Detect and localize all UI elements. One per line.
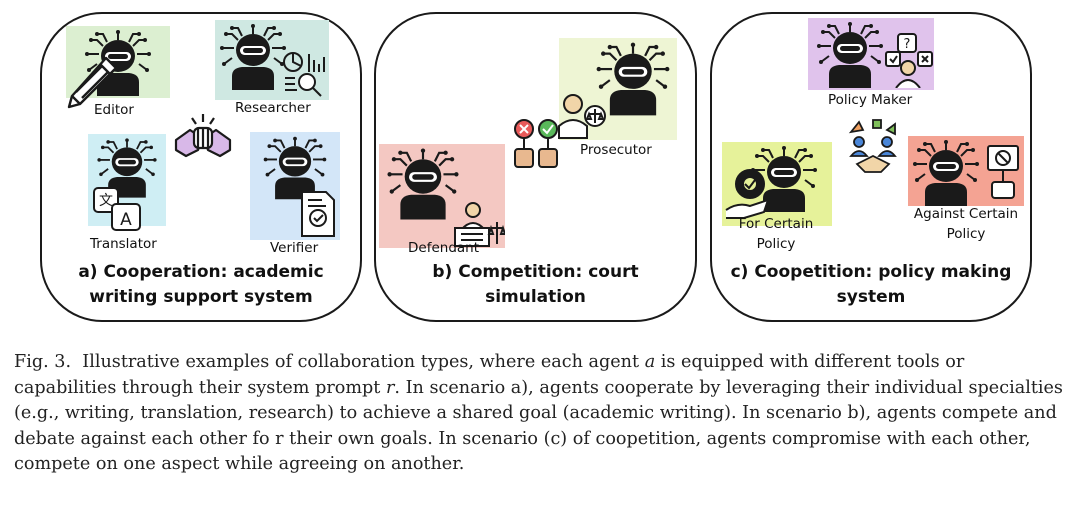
caption-var-r: r [385,377,395,398]
against-policy-agent [908,136,1024,206]
researcher-agent [215,20,329,100]
pencil-icon [67,56,118,109]
negotiation-icon [848,119,897,173]
defendant-agent [379,144,505,248]
against-policy-label: Against Certain Policy [913,206,1019,242]
panel-b-title-line2: simulation [485,287,586,307]
prosecutor-agent [558,38,677,140]
panel-competition: Prosecutor Defendant b) Competition: c [374,12,697,322]
panel-a-title-line1: a) Cooperation: academic [78,262,324,282]
lawyer-scales-icon [558,94,606,139]
for-policy-label: For Certain Policy [738,216,814,252]
svg-text:?: ? [904,37,911,52]
translator-agent: 文 A [88,134,166,231]
question-person-icon: ? [885,33,933,88]
panel-coopetition: ? Policy Maker For Certain Policy [710,12,1032,322]
fist-bump-icon [174,114,232,158]
translate-icon: 文 A [93,187,141,231]
panel-a-title: a) Cooperation: academic writing support… [42,260,360,310]
for-policy-agent [722,142,832,226]
panel-a-title-line2: writing support system [89,287,313,307]
svg-text:A: A [120,210,132,230]
translator-label: Translator [90,236,157,252]
panel-c-title: c) Coopetition: policy making system [712,260,1030,310]
policy-maker-label: Policy Maker [828,92,913,108]
svg-text:文: 文 [99,193,113,209]
verifier-agent [250,132,340,240]
policy-maker-agent: ? [808,18,934,90]
verifier-label: Verifier [270,240,319,256]
defendant-label: Defendant [408,240,480,256]
caption-part1: Illustrative examples of collaboration t… [82,352,640,372]
caption-label: Fig. 3. [14,352,72,372]
robot-agent-icon [912,140,980,206]
chart-magnifier-icon [283,52,325,97]
panel-c-title-line2: system [836,287,906,307]
vote-paddles-icon [514,119,558,168]
researcher-label: Researcher [235,100,311,116]
caption-part2: is equipped with different tools or capa… [14,352,965,398]
panel-b-title: b) Competition: court simulation [376,260,695,310]
panel-c-title-line1: c) Coopetition: policy making [730,262,1012,282]
panel-b-title-line1: b) Competition: court [432,262,639,282]
gear-hand-icon [725,169,770,219]
protest-sign-icon [987,145,1019,199]
panel-cooperation: Editor Researcher [40,12,362,322]
caption-var-a: a [644,352,656,372]
caption-part3: . In scenario a), agents cooperate by le… [14,377,1063,475]
robot-agent-icon [816,22,884,88]
certificate-icon [301,191,335,237]
figure-caption: Fig. 3. Illustrative examples of collabo… [14,350,1064,478]
editor-agent [66,26,170,109]
editor-label: Editor [94,102,134,118]
prosecutor-label: Prosecutor [580,142,652,158]
judge-desk-icon [454,202,505,247]
